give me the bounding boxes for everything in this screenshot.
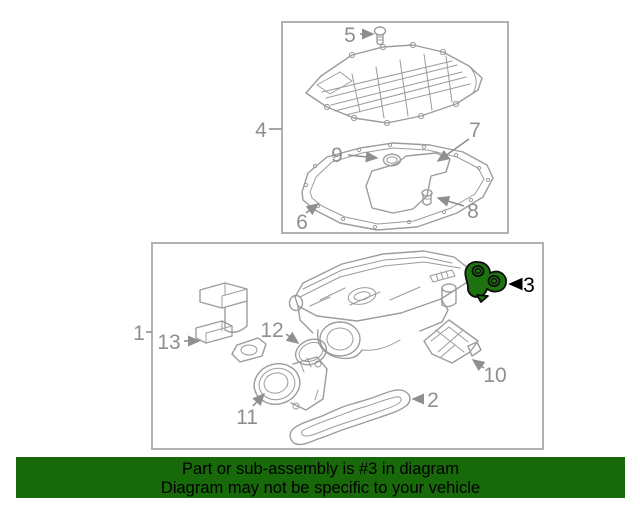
banner-line-1: Part or sub-assembly is #3 in diagram xyxy=(182,460,459,478)
callout-label-3: 3 xyxy=(523,274,535,297)
callout-label-10: 10 xyxy=(483,364,506,387)
callout-label-7: 7 xyxy=(469,119,481,142)
callout-label-9: 9 xyxy=(331,144,343,167)
subassembly-box xyxy=(281,21,509,234)
callout-label-13: 13 xyxy=(157,331,180,354)
callout-label-1: 1 xyxy=(133,322,145,345)
callout-leaders xyxy=(146,28,523,407)
banner-line-2: Diagram may not be specific to your vehi… xyxy=(160,479,481,497)
callout-arrow-12 xyxy=(285,331,300,344)
callout-arrow-11 xyxy=(252,392,266,407)
throttle-body-drawing xyxy=(253,356,328,411)
gasket-bolt-drawing xyxy=(421,189,433,206)
callout-label-11: 11 xyxy=(236,406,258,429)
intake-manifold-drawing xyxy=(288,250,470,360)
callout-arrow-7 xyxy=(436,138,470,162)
callout-arrow-6 xyxy=(305,203,320,216)
callout-label-6: 6 xyxy=(296,211,308,234)
seal-oring-drawing xyxy=(382,153,402,167)
callout-arrow-8 xyxy=(436,195,465,207)
callout-label-12: 12 xyxy=(260,319,283,342)
callout-label-5: 5 xyxy=(344,24,356,47)
supercharger-cover-drawing xyxy=(305,41,483,127)
bracket-drawing xyxy=(423,319,482,364)
callout-arrow-9 xyxy=(347,151,379,163)
throttle-oring-drawing xyxy=(294,338,328,366)
highlight-banner: Part or sub-assembly is #3 in diagram Di… xyxy=(16,457,625,498)
callout-arrow-10 xyxy=(471,359,486,372)
callout-label-8: 8 xyxy=(467,200,479,223)
highlighted-part-3-drawing xyxy=(464,261,507,303)
manifold-gasket-drawing xyxy=(289,389,411,446)
callout-label-4: 4 xyxy=(255,119,267,142)
solenoid-valve-drawing xyxy=(195,282,267,363)
callout-label-2: 2 xyxy=(427,389,439,412)
